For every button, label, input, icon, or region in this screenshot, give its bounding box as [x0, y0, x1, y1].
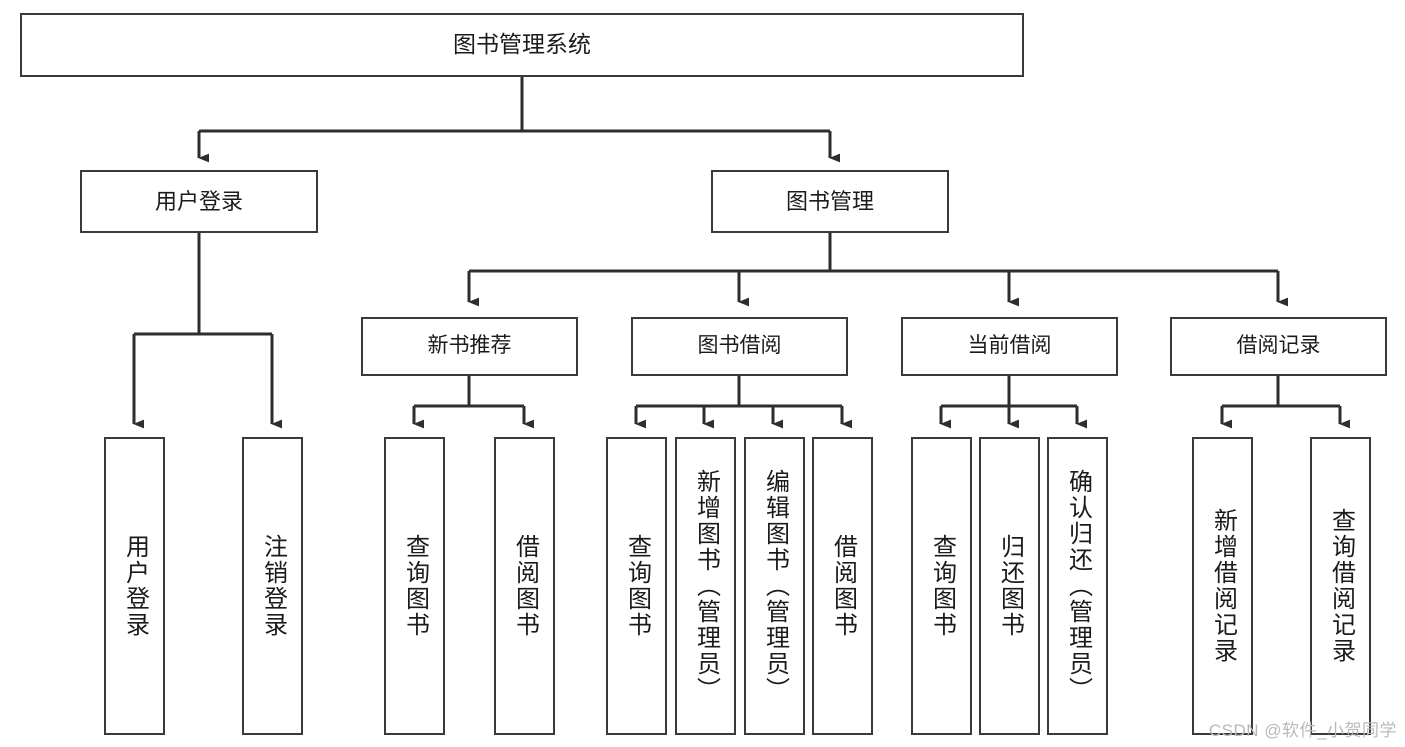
- leaf-user-login-signout-label: 注销登录: [259, 534, 287, 638]
- node-book-borrow[interactable]: 图书借阅: [631, 317, 848, 376]
- leaf-book-borrow-query-label: 查询图书: [623, 534, 651, 638]
- node-new-book-recommend-label: 新书推荐: [427, 334, 512, 358]
- node-borrow-record-label: 借阅记录: [1236, 334, 1321, 358]
- leaf-book-borrow-query[interactable]: 查询图书: [606, 437, 667, 735]
- leaf-book-borrow-lend-label: 借阅图书: [829, 534, 857, 638]
- leaf-current-borrow-confirm-label: 确认归还（管理员）: [1064, 469, 1092, 703]
- leaf-book-borrow-lend[interactable]: 借阅图书: [812, 437, 873, 735]
- node-book-management[interactable]: 图书管理: [711, 170, 949, 233]
- leaf-new-book-query-label: 查询图书: [401, 534, 429, 638]
- node-book-management-label: 图书管理: [785, 188, 874, 214]
- leaf-book-borrow-edit-label: 编辑图书（管理员）: [761, 469, 789, 703]
- leaf-current-borrow-confirm[interactable]: 确认归还（管理员）: [1047, 437, 1108, 735]
- node-current-borrow-label: 当前借阅: [967, 334, 1052, 358]
- node-borrow-record[interactable]: 借阅记录: [1170, 317, 1387, 376]
- leaf-user-login-signin[interactable]: 用户登录: [104, 437, 165, 735]
- leaf-book-borrow-add[interactable]: 新增图书（管理员）: [675, 437, 736, 735]
- node-user-login-label: 用户登录: [154, 188, 243, 214]
- leaf-new-book-query[interactable]: 查询图书: [384, 437, 445, 735]
- node-root-label: 图书管理系统: [453, 31, 591, 58]
- leaf-user-login-signout[interactable]: 注销登录: [242, 437, 303, 735]
- leaf-borrow-record-query-label: 查询借阅记录: [1327, 508, 1355, 664]
- node-new-book-recommend[interactable]: 新书推荐: [361, 317, 578, 376]
- leaf-book-borrow-edit[interactable]: 编辑图书（管理员）: [744, 437, 805, 735]
- leaf-borrow-record-query[interactable]: 查询借阅记录: [1310, 437, 1371, 735]
- node-root[interactable]: 图书管理系统: [20, 13, 1024, 77]
- leaf-current-borrow-query[interactable]: 查询图书: [911, 437, 972, 735]
- node-book-borrow-label: 图书借阅: [697, 334, 782, 358]
- leaf-new-book-borrow[interactable]: 借阅图书: [494, 437, 555, 735]
- leaf-borrow-record-add-label: 新增借阅记录: [1209, 508, 1237, 664]
- leaf-book-borrow-add-label: 新增图书（管理员）: [692, 469, 720, 703]
- leaf-current-borrow-return[interactable]: 归还图书: [979, 437, 1040, 735]
- leaf-borrow-record-add[interactable]: 新增借阅记录: [1192, 437, 1253, 735]
- leaf-user-login-signin-label: 用户登录: [121, 534, 149, 638]
- leaf-current-borrow-return-label: 归还图书: [996, 534, 1024, 638]
- node-user-login[interactable]: 用户登录: [80, 170, 318, 233]
- leaf-new-book-borrow-label: 借阅图书: [511, 534, 539, 638]
- node-current-borrow[interactable]: 当前借阅: [901, 317, 1118, 376]
- watermark: CSDN @软件_小贺同学: [1208, 721, 1397, 740]
- leaf-current-borrow-query-label: 查询图书: [928, 534, 956, 638]
